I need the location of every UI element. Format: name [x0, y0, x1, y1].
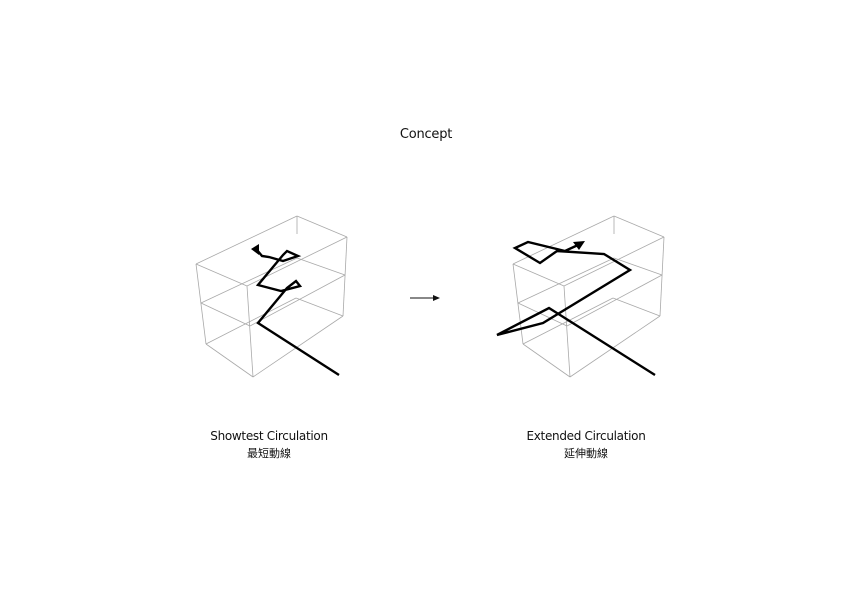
extended-circulation-caption: Extended Circulation 延伸動線: [466, 428, 706, 462]
shortest-caption-en: Showtest Circulation: [210, 429, 328, 443]
extended-caption-en: Extended Circulation: [526, 429, 646, 443]
shortest-caption-jp: 最短動線: [247, 447, 291, 460]
right-arrow-icon: [410, 295, 440, 301]
shortest-circulation-caption: Showtest Circulation 最短動線: [149, 428, 389, 462]
extended-caption-jp: 延伸動線: [564, 447, 608, 460]
building-wireframe-left: [195, 215, 348, 378]
page-title: Concept: [399, 127, 453, 142]
shortest-circulation-arrowhead: [251, 244, 259, 255]
shortest-circulation-path: [255, 249, 340, 377]
extended-circulation-arrowhead: [573, 241, 585, 250]
extended-circulation-path: [496, 240, 656, 377]
extended-circulation-diagram: [496, 215, 665, 378]
shortest-circulation-diagram: [195, 215, 348, 378]
